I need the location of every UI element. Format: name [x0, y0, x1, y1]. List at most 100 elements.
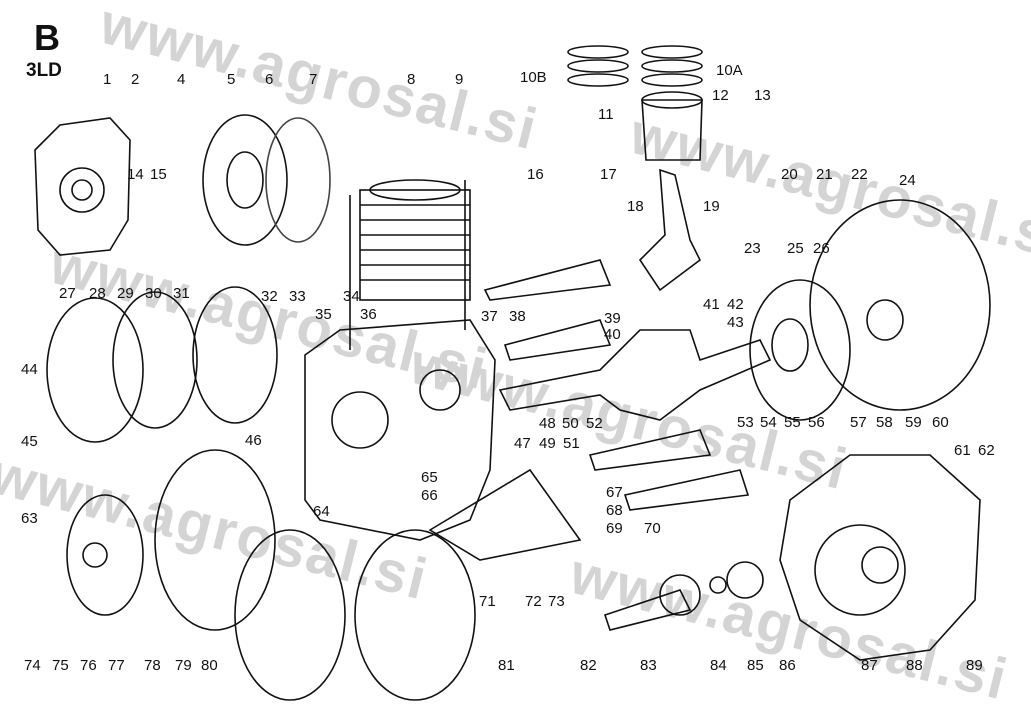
part-label: 87	[861, 657, 878, 674]
part-label: 70	[644, 520, 661, 537]
flange	[202, 114, 288, 246]
engine-model: 3LD	[26, 60, 62, 81]
part-label: 66	[421, 487, 438, 504]
part-label: 21	[816, 166, 833, 183]
part-label: 80	[201, 657, 218, 674]
part-label: 38	[509, 308, 526, 325]
part-label: 61	[954, 442, 971, 459]
part-label: 35	[315, 306, 332, 323]
part-label: 30	[145, 285, 162, 302]
part-label: 10B	[520, 69, 547, 86]
part-label: 19	[703, 198, 720, 215]
part-label: 10A	[716, 62, 743, 79]
part-label: 85	[747, 657, 764, 674]
part-label: 18	[627, 198, 644, 215]
part-label: 76	[80, 657, 97, 674]
part-label: 15	[150, 166, 167, 183]
part-label: 67	[606, 484, 623, 501]
part-label: 73	[548, 593, 565, 610]
part-label: 43	[727, 314, 744, 331]
part-label: 28	[89, 285, 106, 302]
part-label: 45	[21, 433, 38, 450]
part-label: 46	[245, 432, 262, 449]
part-label: 59	[905, 414, 922, 431]
part-label: 54	[760, 414, 777, 431]
part-label: 14	[127, 166, 144, 183]
part-label: 5	[227, 71, 236, 88]
part-label: 72	[525, 593, 542, 610]
part-label: 22	[851, 166, 868, 183]
part-label: 74	[24, 657, 41, 674]
part-label: 39	[604, 310, 621, 327]
part-label: 1	[103, 71, 112, 88]
part-label: 37	[481, 308, 498, 325]
part-label: 11	[598, 106, 614, 123]
part-label: 57	[850, 414, 867, 431]
section-letter: B	[34, 17, 60, 58]
part-label: 31	[173, 285, 190, 302]
part-label: 7	[309, 71, 318, 88]
part-label: 23	[744, 240, 761, 257]
part-label: 12	[712, 87, 729, 104]
part-label: 17	[600, 166, 617, 183]
part-label: 56	[808, 414, 825, 431]
part-label: 44	[21, 361, 38, 378]
part-label: 63	[21, 510, 38, 527]
part-label: 48	[539, 415, 556, 432]
part-label: 36	[360, 306, 377, 323]
part-label: 47	[514, 435, 531, 452]
part-label: 26	[813, 240, 830, 257]
part-label: 33	[289, 288, 306, 305]
part-label: 8	[407, 71, 416, 88]
part-label: 82	[580, 657, 597, 674]
part-label: 4	[177, 71, 186, 88]
part-label: 20	[781, 166, 798, 183]
connecting-rod	[638, 168, 702, 292]
part-label: 52	[586, 415, 603, 432]
part-label: 41	[703, 296, 720, 313]
end-cover	[34, 117, 131, 256]
part-label: 51	[563, 435, 580, 452]
part-label: 64	[313, 503, 330, 520]
part-label: 27	[59, 285, 76, 302]
part-label: 34	[343, 288, 360, 305]
flywheel	[809, 199, 991, 411]
part-label: 55	[784, 414, 801, 431]
crankcase	[304, 319, 496, 541]
part-label: 79	[175, 657, 192, 674]
gasket	[265, 117, 331, 243]
part-label: 58	[876, 414, 893, 431]
part-label: 32	[261, 288, 278, 305]
fan-housing	[779, 454, 981, 661]
part-label: 40	[604, 326, 621, 343]
part-label: 84	[710, 657, 727, 674]
piston	[641, 99, 703, 161]
part-label: 2	[131, 71, 140, 88]
part-label: 9	[455, 71, 464, 88]
part-label: 6	[265, 71, 274, 88]
part-label: 75	[52, 657, 69, 674]
part-label: 16	[527, 166, 544, 183]
part-label: 81	[498, 657, 515, 674]
part-label: 42	[727, 296, 744, 313]
part-label: 49	[539, 435, 556, 452]
cylinder	[359, 179, 471, 301]
part-label: 62	[978, 442, 995, 459]
part-label: 71	[479, 593, 496, 610]
part-label: 78	[144, 657, 161, 674]
part-label: 29	[117, 285, 134, 302]
part-label: 25	[787, 240, 804, 257]
part-label: 77	[108, 657, 125, 674]
part-label: 86	[779, 657, 796, 674]
part-label: 89	[966, 657, 983, 674]
part-label: 50	[562, 415, 579, 432]
part-label: 60	[932, 414, 949, 431]
part-label: 83	[640, 657, 657, 674]
part-label: 53	[737, 414, 754, 431]
part-label: 24	[899, 172, 916, 189]
part-label: 88	[906, 657, 923, 674]
part-label: 65	[421, 469, 438, 486]
part-label: 68	[606, 502, 623, 519]
